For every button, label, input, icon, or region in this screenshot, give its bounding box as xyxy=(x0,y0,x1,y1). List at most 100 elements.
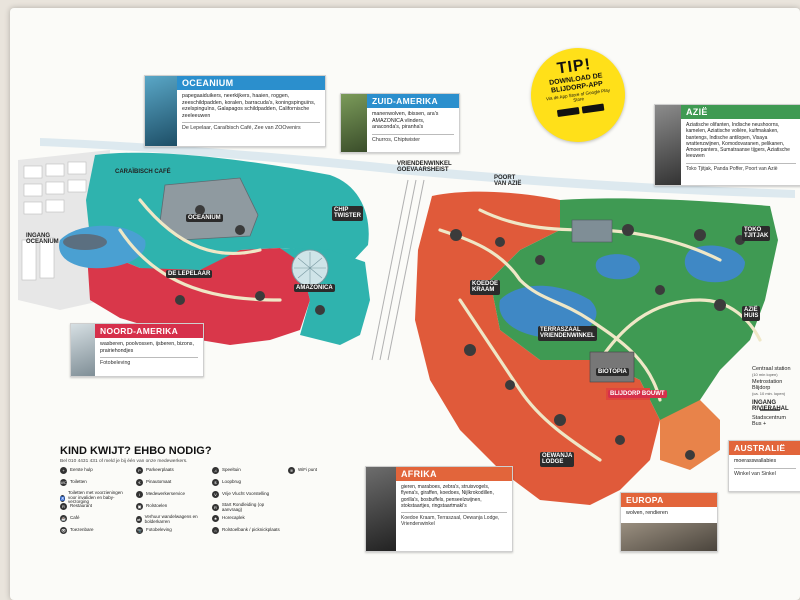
legend-label: Horecaplek xyxy=(222,515,245,521)
legend-label: Loopbrug xyxy=(222,479,242,485)
azie-title: AZIË xyxy=(681,105,800,119)
label-ingang-rivierahal: INGANG RIVIERAHAL xyxy=(752,400,789,412)
label-metro-sub: (ca. 10 min. lopen) xyxy=(752,391,786,396)
label-terraszaal: TERRASZAAL VRIENDENWINKEL xyxy=(538,326,597,341)
label-chip-twister: CHIP TWISTER xyxy=(332,206,363,221)
biotopia-building xyxy=(589,351,635,383)
noord-amerika-photo xyxy=(71,324,95,376)
google-play-icon xyxy=(581,103,604,114)
zuid-amerika-food: Churros, Chiptwister xyxy=(372,133,454,143)
legend-label: Café xyxy=(70,515,80,521)
label-poort-van-azie: POORT VAN AZIË xyxy=(494,175,522,188)
legend-label: WiFi punt xyxy=(298,467,318,473)
legend-icon: ♫ xyxy=(212,467,219,474)
poort-van-azie-building xyxy=(571,219,613,243)
legend-label: Speeltuin xyxy=(222,467,241,473)
noord-amerika-food: Fotobeleving xyxy=(100,357,198,366)
help-legend: KIND KWIJT? EHBO NODIG? Bel 010 4431 431… xyxy=(60,445,360,555)
label-centraal-station-sub: (10 min lopen) xyxy=(752,372,778,377)
east-water-2 xyxy=(684,245,745,283)
afrika-title: AFRIKA xyxy=(396,467,512,481)
zuid-amerika-title: ZUID-AMERIKA xyxy=(367,94,459,108)
legend-item: ⌂Rolstoelbank / picknickplaats xyxy=(212,527,284,534)
legend-item: ☕Café xyxy=(60,515,132,522)
railway xyxy=(371,179,425,361)
azie-food: Toko Tjitjak, Panda Poffer, Poort van Az… xyxy=(686,162,796,172)
label-oewanja-lodge: OEWANJA LODGE xyxy=(540,452,575,467)
legend-label: Rolstoelbank / picknickplaats xyxy=(222,527,280,533)
oceanium-animals: papegaaiduikers, neerkijkers, haaien, ro… xyxy=(182,93,316,119)
legend-icon: V xyxy=(212,491,219,498)
label-stadscentrum: Stadscentrum Bus + xyxy=(752,415,786,427)
legend-label: Medewerkerservice xyxy=(146,491,186,497)
oceanium-info-card: OCEANIUM papegaaiduikers, neerkijkers, h… xyxy=(144,75,326,147)
label-metrostation: Metrostation Blijdorp xyxy=(752,379,783,391)
australie-animals: moerasswallabies xyxy=(734,458,777,464)
label-caribisch-cafe: CARAÏBISCH CAFÉ xyxy=(115,169,171,175)
legend-item: ♿Toiletten met voorzieningen voor invali… xyxy=(60,490,132,505)
legend-label: Rolstoelen xyxy=(146,503,168,509)
label-azie-huis: AZIË HUIS xyxy=(742,306,761,321)
label-ingang-oceanium: INGANG OCEANIUM xyxy=(26,233,59,246)
help-title: KIND KWIJT? EHBO NODIG? xyxy=(60,445,212,457)
legend-icon: 👁 xyxy=(60,527,67,534)
azie-animals: Aziatische olifanten, Indische neushoorn… xyxy=(686,122,790,160)
legend-icon: ★ xyxy=(212,515,219,522)
legend-icon: ≋ xyxy=(288,467,295,474)
zuid-amerika-info-card: ZUID-AMERIKA manenwolven, ibissen, ara's… xyxy=(340,93,460,153)
legend-icon: P xyxy=(136,467,143,474)
legend-label: Start Rondleiding (op aanvraag) xyxy=(221,502,265,512)
help-subtitle: Bel 010 4431 431 of meld je bij één van … xyxy=(60,459,188,464)
label-oceanium: OCEANIUM xyxy=(186,214,223,223)
legend-label: Toezenbare xyxy=(70,527,94,533)
oceanium-title: OCEANIUM xyxy=(177,76,325,90)
azie-info-card: AZIË Aziatische olifanten, Indische neus… xyxy=(654,104,800,186)
label-de-lepelaar: DE LEPELAAR xyxy=(166,270,213,279)
legend-label: Vrije Vlucht Voorstelling xyxy=(222,491,270,497)
legend-icon: ☕ xyxy=(60,515,67,522)
legend-icon: ▣ xyxy=(136,503,143,510)
noord-amerika-region xyxy=(86,238,310,345)
label-toko-tjitjak: TOKO TJITJAK xyxy=(742,226,771,241)
legend-item: 📷Fotobeleving xyxy=(136,527,208,534)
legend-item: ⇄Verhuur wandelwagens en bolderkarren xyxy=(136,514,208,524)
label-amazonica: AMAZONICA xyxy=(294,284,335,293)
legend-label: Pinautomaat xyxy=(146,479,172,485)
noord-amerika-title: NOORD-AMERIKA xyxy=(95,324,203,338)
residential-blocks xyxy=(21,161,87,281)
legend-item: €Pinautomaat xyxy=(136,479,208,486)
legend-label: Eerste hulp xyxy=(70,467,93,473)
legend-icon: i xyxy=(136,491,143,498)
animal-figures xyxy=(175,205,745,460)
legend-label: Toiletten met voorzieningen voor invalid… xyxy=(67,490,123,505)
label-blijdorp-bouwt: BLIJDORP BOUWT xyxy=(608,390,667,399)
label-koedoe-kraam: KOEDOE KRAAM xyxy=(470,280,501,295)
legend-item: 👁Toezenbare xyxy=(60,527,132,534)
legend-icon: R xyxy=(212,504,219,512)
legend-item: ≋WiFi punt xyxy=(288,467,360,474)
legend-item: $Loopbrug xyxy=(212,479,284,486)
de-lepelaar-building xyxy=(63,234,107,250)
afrika-region xyxy=(415,191,660,505)
legend-item: ▣Rolstoelen xyxy=(136,503,208,510)
label-biotopia: BIOTOPIA xyxy=(596,368,629,377)
east-water-1 xyxy=(499,285,597,339)
amazonica-dome-frame xyxy=(294,252,326,284)
afrika-food: Koedoe Kraam, Terraszaal, Oewanja Lodge,… xyxy=(401,512,507,527)
europa-info-card: EUROPA wolven, rendieren xyxy=(620,492,718,552)
legend-item: ♫Speeltuin xyxy=(212,467,284,474)
legend-label: Toiletten xyxy=(70,479,87,485)
australie-food: Winkel van Sinkel xyxy=(734,467,796,477)
oceanium-photo xyxy=(145,76,177,146)
legend-icon: + xyxy=(60,467,67,474)
zuid-amerika-photo xyxy=(341,94,367,152)
noord-amerika-info-card: NOORD-AMERIKA wasberen, poolvossen, ijsb… xyxy=(70,323,204,377)
legend-item: ★Horecaplek xyxy=(212,515,284,522)
legend-item: +Eerste hulp xyxy=(60,467,132,474)
legend-label: Fotobeleving xyxy=(146,527,172,533)
